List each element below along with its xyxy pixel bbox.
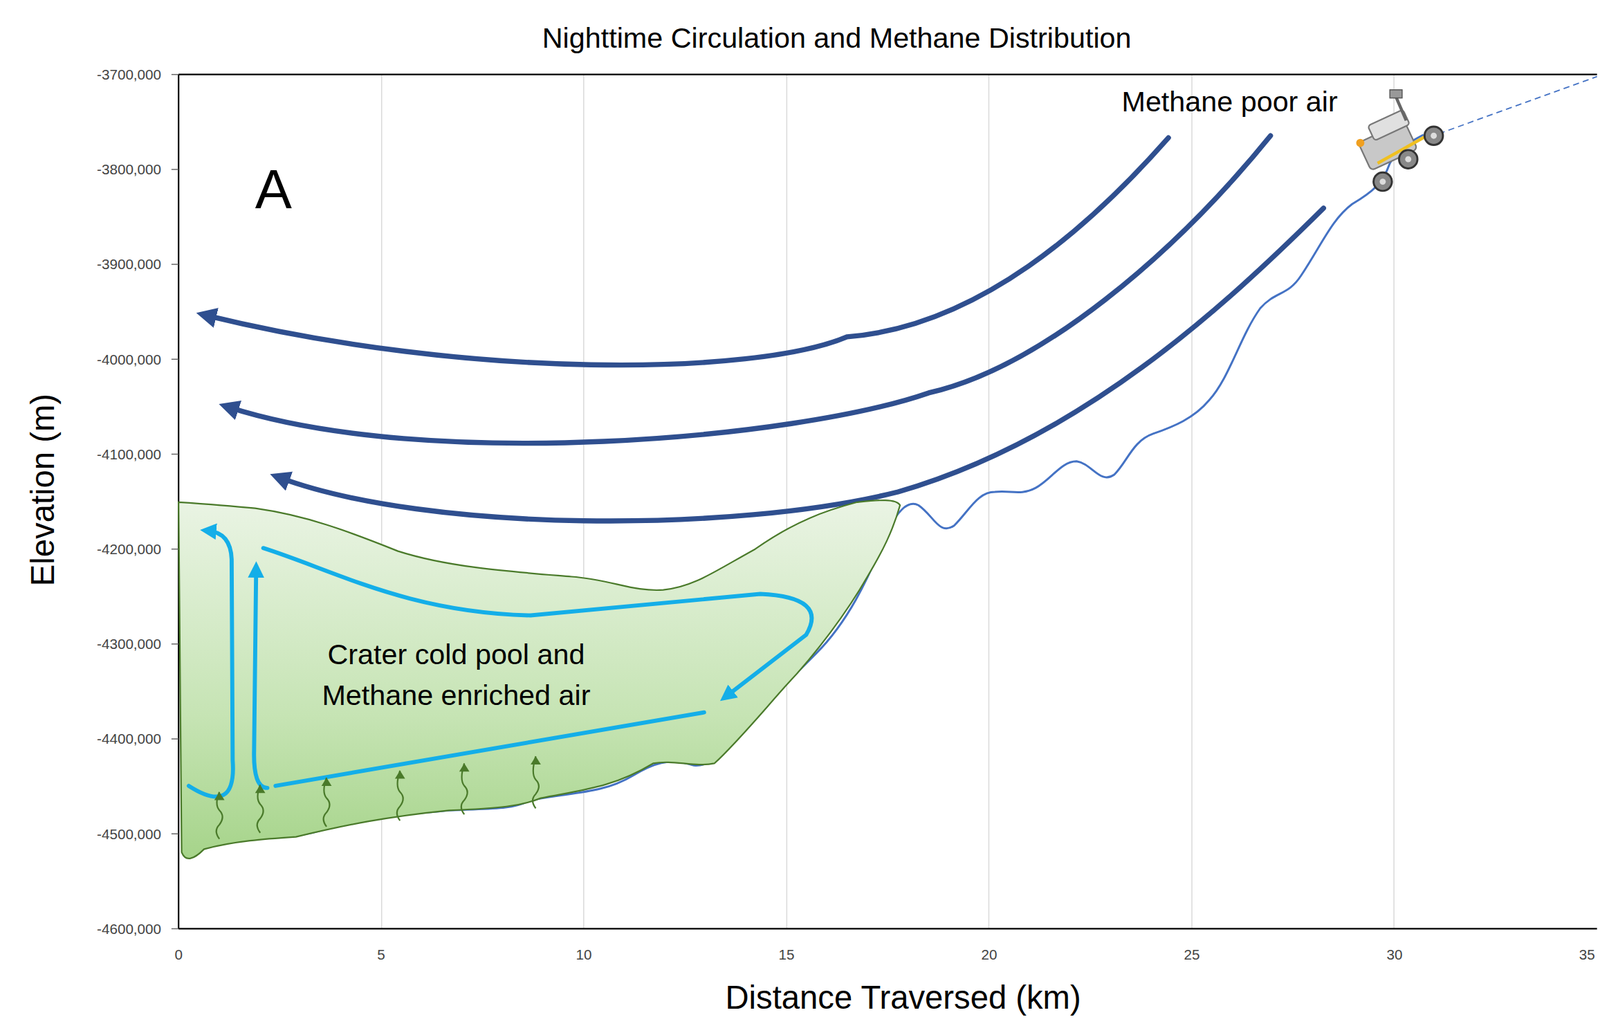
x-tick-label: 15: [778, 945, 795, 963]
y-tick-label: -3700,000: [96, 66, 162, 84]
y-tick-label: -3800,000: [96, 161, 162, 178]
x-tick-label: 30: [1386, 945, 1403, 963]
y-tick-label: -4200,000: [96, 540, 162, 558]
air-mass-label: Methane poor air: [1121, 85, 1338, 119]
cold-pool-region: Crater cold pool and Methane enriched ai…: [175, 495, 909, 866]
chart-title: Nighttime Circulation and Methane Distri…: [542, 22, 1132, 55]
y-tick-label: -4000,000: [96, 350, 162, 368]
y-tick-label: -4300,000: [96, 635, 162, 653]
panel-letter: A: [255, 157, 292, 221]
y-tick-label: -4600,000: [96, 920, 162, 938]
region-label: Crater cold pool and Methane enriched ai…: [298, 635, 615, 717]
y-tick-label: -4400,000: [96, 730, 162, 748]
x-tick-label: 10: [576, 945, 593, 963]
x-tick-label: 5: [376, 945, 386, 963]
x-axis-title: Distance Traversed (km): [724, 979, 1081, 1017]
x-tick-label: 35: [1579, 945, 1596, 963]
y-tick-label: -4100,000: [96, 446, 162, 463]
x-tick-label: 0: [174, 945, 183, 963]
y-tick-label: -3900,000: [96, 255, 162, 273]
rover-icon: [1356, 89, 1443, 191]
y-tick-label: -4500,000: [96, 825, 162, 842]
x-tick-label: 20: [981, 945, 998, 963]
x-tick-label: 25: [1184, 945, 1201, 963]
y-axis-title: Elevation (m): [24, 393, 62, 586]
